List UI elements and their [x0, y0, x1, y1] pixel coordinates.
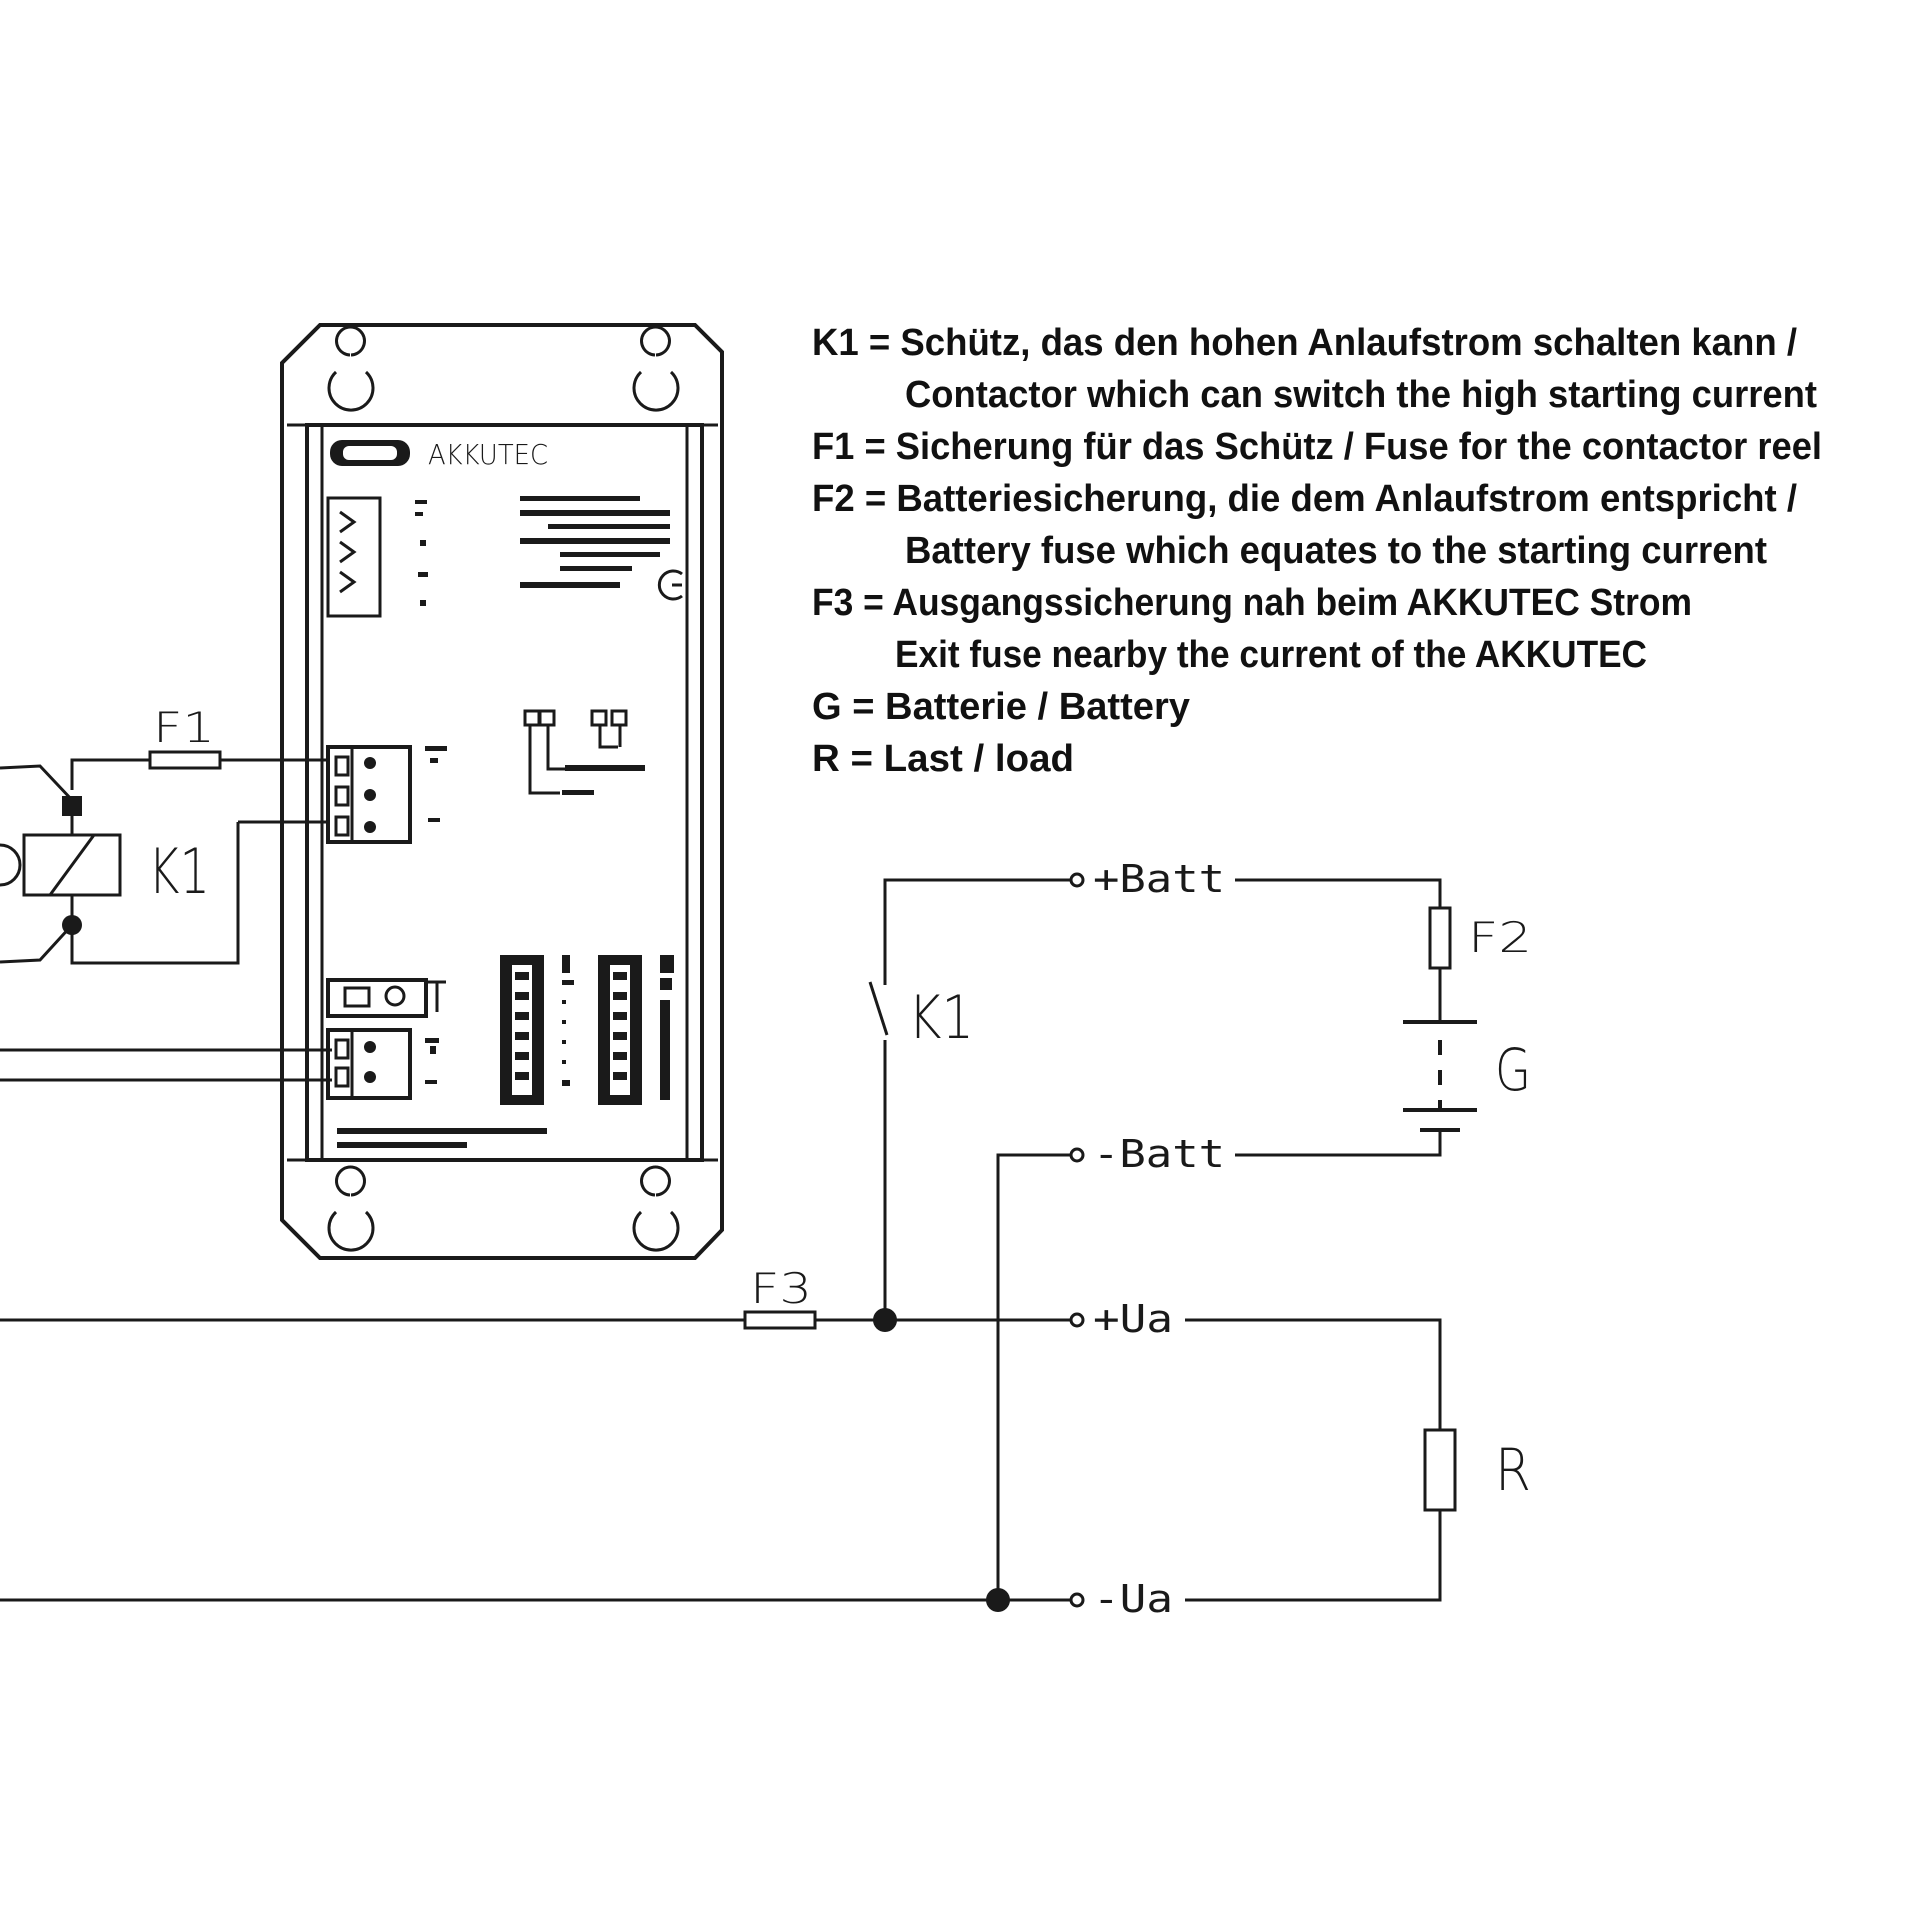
device-fuse-holder	[326, 978, 428, 1018]
wire-minus-batt-branch	[996, 1153, 1070, 1600]
top-connector-block	[326, 496, 382, 618]
fuse-f1	[148, 750, 222, 770]
legend-line-f2: F2 = Batteriesicherung, die dem Anlaufst…	[812, 478, 1797, 520]
akkutec-logo-text: AKKUTEC	[428, 438, 548, 471]
fuse-f3-label: F3	[750, 1264, 812, 1313]
legend-line-k1: K1 = Schütz, das den hohen Anlaufstrom s…	[812, 322, 1797, 364]
power-circuit: F3 K1 +Batt -Batt +Ua -Ua F2	[0, 857, 1532, 1621]
fuse-f1-label: F1	[153, 703, 215, 752]
fuse-f2	[1428, 906, 1452, 970]
fuse-f2-label: F2	[1468, 913, 1532, 962]
dip-switch-bank-right	[598, 955, 642, 1105]
relay-contact-symbol	[523, 709, 645, 795]
terminal-minus-batt	[1069, 1147, 1085, 1163]
legend-line-k1-en: Contactor which can switch the high star…	[905, 374, 1817, 416]
switch-k1-contact	[868, 981, 889, 1036]
terminal-minus-ua-label: -Ua	[1093, 1577, 1173, 1621]
legend-line-f3: F3 = Ausgangssicherung nah beim AKKUTEC …	[812, 582, 1692, 624]
keyhole-bottom-right	[632, 1165, 680, 1252]
wire-plus-batt	[1235, 878, 1442, 1020]
relay-terminal-block	[326, 745, 412, 844]
device-mounting-plate	[280, 323, 724, 1260]
dip-switch-bank-left	[500, 955, 544, 1105]
terminal-plus-ua	[1069, 1312, 1085, 1328]
keyhole-top-left	[327, 325, 375, 412]
junction-f1-k1	[62, 796, 82, 816]
legend: K1 = Schütz, das den hohen Anlaufstrom s…	[812, 322, 1822, 780]
output-terminal-block	[326, 1028, 412, 1100]
legend-line-f1: F1 = Sicherung für das Schütz / Fuse for…	[812, 426, 1822, 468]
legend-line-r: R = Last / load	[812, 738, 1074, 780]
junction-plus-ua	[873, 1308, 897, 1332]
terminal-plus-batt-label: +Batt	[1093, 857, 1225, 901]
wire-load	[1185, 1318, 1442, 1602]
load-r-label: R	[1495, 1436, 1531, 1504]
device-spec-print	[520, 496, 683, 601]
dip-switch-labels-right	[660, 955, 674, 1100]
keyhole-top-right	[632, 325, 680, 412]
output-terminal-markings	[425, 1038, 439, 1084]
control-circuit: F1 K1	[0, 703, 332, 1082]
terminal-plus-batt	[1069, 872, 1085, 888]
legend-line-g: G = Batterie / Battery	[812, 686, 1190, 728]
legend-line-f3-en: Exit fuse nearby the current of the AKKU…	[895, 634, 1647, 676]
terminal-minus-ua	[1069, 1592, 1085, 1608]
battery-g-label: G	[1495, 1036, 1531, 1104]
keyhole-bottom-left	[327, 1165, 375, 1252]
legend-line-f2-en: Battery fuse which equates to the starti…	[905, 530, 1767, 572]
battery-g	[1403, 1020, 1477, 1132]
device-manufacturer-print	[337, 1128, 547, 1148]
switch-k1-label: K1	[908, 983, 974, 1053]
load-r	[1423, 1428, 1457, 1512]
top-connector-markings	[415, 500, 428, 606]
terminal-plus-ua-label: +Ua	[1093, 1297, 1173, 1341]
fuse-f3	[743, 1310, 817, 1330]
relay-coil-k1-label: K1	[148, 835, 210, 908]
relay-coil-k1	[22, 833, 122, 897]
akkutec-device: AKKUTEC	[280, 323, 724, 1260]
relay-terminal-markings	[425, 746, 447, 822]
junction-k1-return	[62, 915, 82, 935]
dip-switch-labels-left	[562, 955, 574, 1086]
junction-minus-ua	[986, 1588, 1010, 1612]
terminal-minus-batt-label: -Batt	[1093, 1132, 1225, 1176]
wire-k1-branch	[883, 878, 1070, 1320]
